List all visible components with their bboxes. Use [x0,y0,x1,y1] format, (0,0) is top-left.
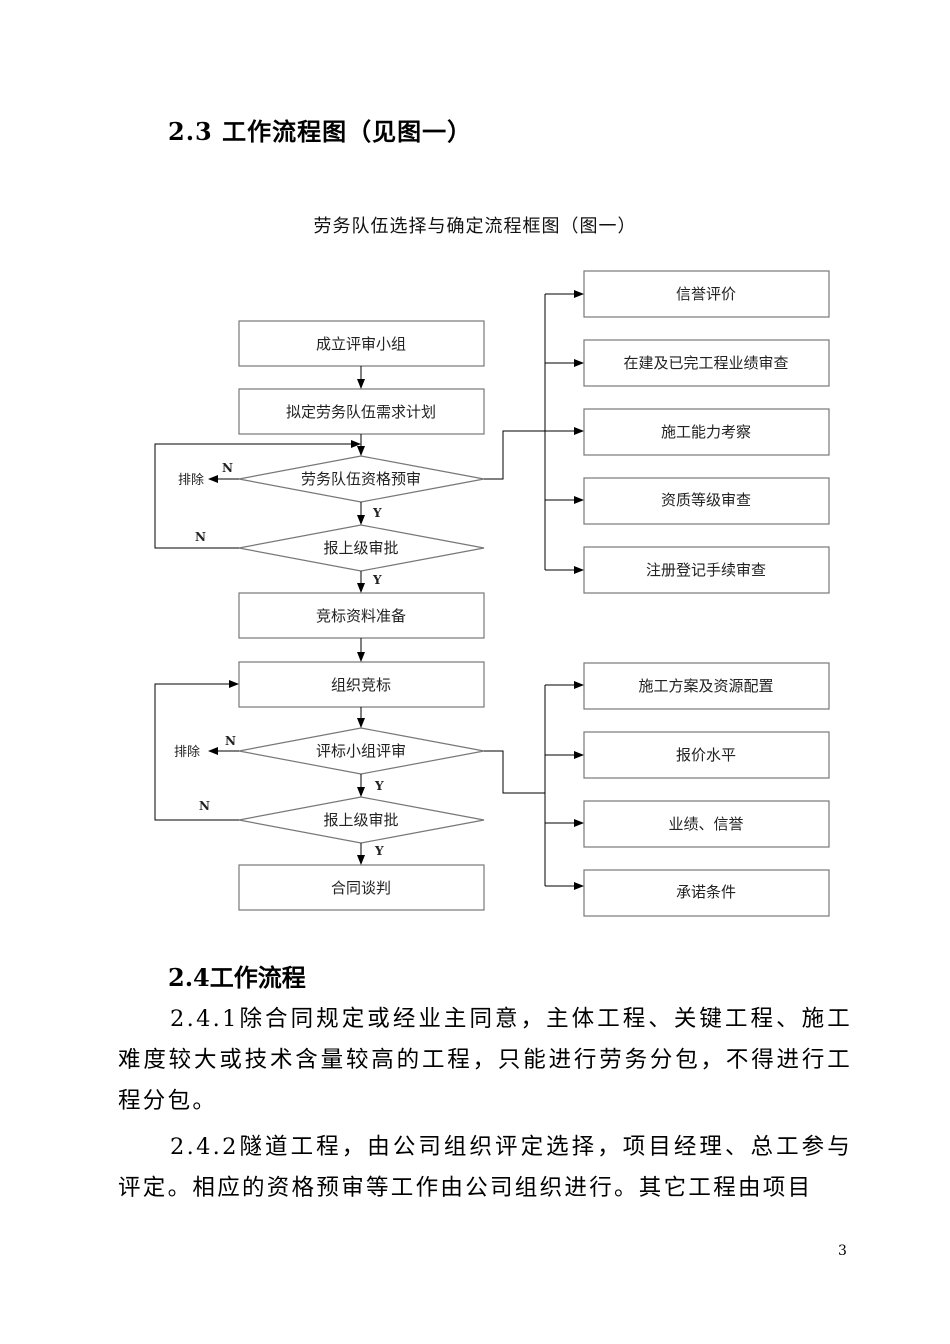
label-y-3: Y [374,779,384,793]
box-criteria-1-3 [583,408,830,456]
box-setup-group [238,320,485,367]
label-criteria-2-1: 施工方案及资源配置 [638,677,773,695]
label-criteria-2-3: 业绩、信誉 [668,815,743,833]
box-criteria-1-5 [583,546,830,594]
box-draft-plan [238,388,485,435]
label-criteria-2-2: 报价水平 [676,746,736,764]
box-contract [238,864,485,911]
label-setup-group: 成立评审小组 [316,335,406,353]
label-bid-prep: 竞标资料准备 [316,607,406,625]
label-exclude-1: 排除 [178,473,204,488]
label-criteria-1-3: 施工能力考察 [661,423,751,441]
label-y-2: Y [372,573,382,587]
diagram-title: 劳务队伍选择与确定流程框图（图一） [313,216,637,237]
box-criteria-2-3 [583,800,830,848]
label-n-1: N [222,461,233,475]
paragraph-2-4-2: 2.4.2隧道工程，由公司组织评定选择，项目经理、总工参与评定。相应的资格预审等… [118,1134,852,1201]
label-n-4: N [199,799,210,813]
label-criteria-1-1: 信誉评价 [676,285,736,303]
label-criteria-1-5: 注册登记手续审查 [646,561,766,579]
box-criteria-1-4 [583,477,830,525]
box-criteria-1-1 [583,270,830,318]
label-organize-bid: 组织竞标 [331,676,391,694]
box-organize-bid [238,661,485,708]
label-y-1: Y [372,506,382,520]
label-exclude-2: 排除 [174,745,200,760]
label-criteria-1-2: 在建及已完工程业绩审查 [623,354,788,372]
label-criteria-1-4: 资质等级审查 [661,491,751,509]
label-contract: 合同谈判 [331,879,391,897]
box-criteria-2-4 [583,869,830,917]
label-prequal-review: 劳务队伍资格预审 [301,470,421,488]
label-n-2: N [195,530,206,544]
box-criteria-2-1 [583,662,830,710]
label-panel-review: 评标小组评审 [316,742,406,760]
label-report-approval-1: 报上级审批 [323,539,398,557]
section-heading: 2.3 工作流程图（见图一） [168,117,473,146]
box-criteria-2-2 [583,731,830,779]
label-report-approval-2: 报上级审批 [323,811,398,829]
label-draft-plan: 拟定劳务队伍需求计划 [286,403,436,421]
diamond-report-approval-2 [238,796,485,844]
subsection-heading: 2.4工作流程 [168,963,306,992]
label-criteria-2-4: 承诺条件 [676,883,736,901]
flowchart: 成立评审小组 拟定劳务队伍需求计划 劳务队伍资格预审 报上级审批 竞标资料准备 … [154,270,830,917]
paragraph-2-4-1: 2.4.1除合同规定或经业主同意，主体工程、关键工程、施工难度较大或技术含量较高… [118,1006,852,1114]
box-criteria-1-2 [583,339,830,387]
label-n-3: N [225,734,236,748]
page-number: 3 [838,1243,847,1259]
label-y-4: Y [374,844,384,858]
diamond-report-approval-1 [238,524,485,572]
